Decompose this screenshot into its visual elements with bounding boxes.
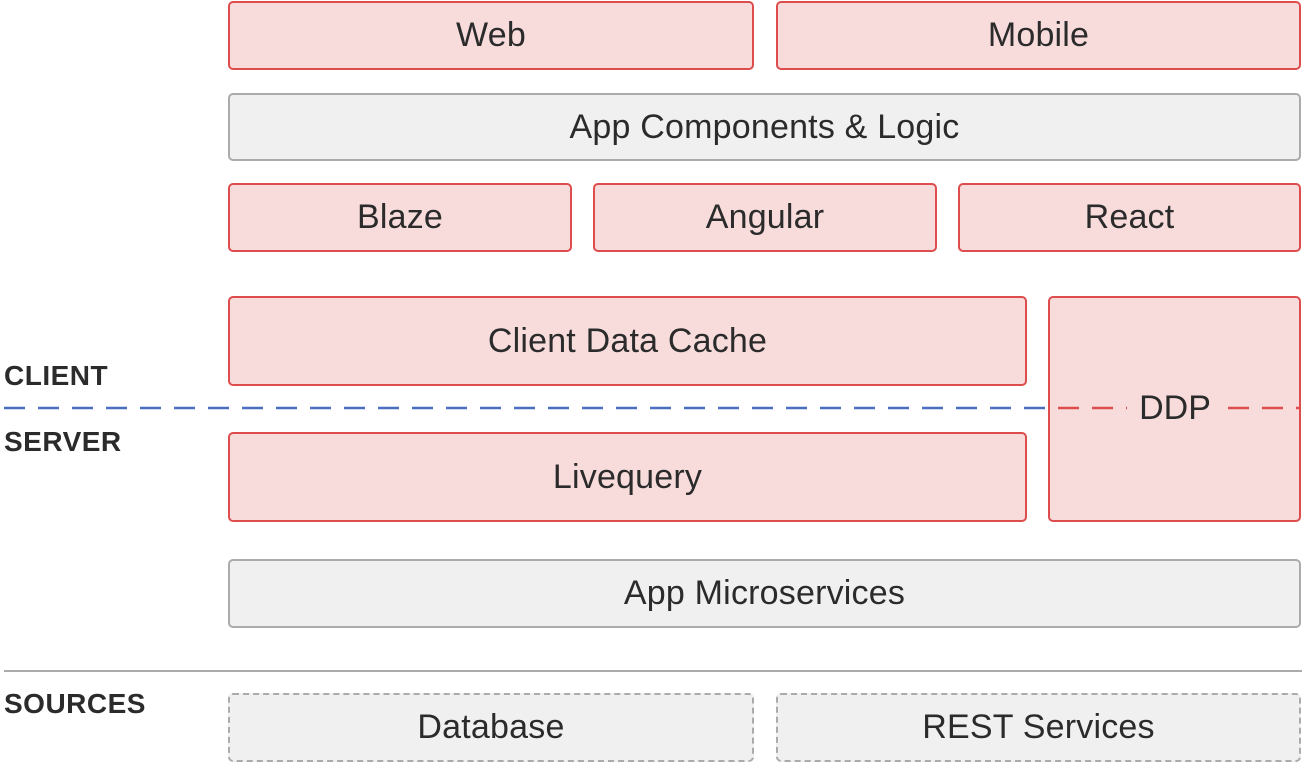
app-components-layer: App Components & Logic <box>228 93 1301 161</box>
rest-services-source-label: REST Services <box>922 708 1155 746</box>
react-layer: React <box>958 183 1301 252</box>
livequery-layer-label: Livequery <box>552 457 703 496</box>
client-label: CLIENT <box>4 360 109 391</box>
database-source-label: Database <box>417 708 565 746</box>
client-data-cache-layer: Client Data Cache <box>228 296 1027 386</box>
sources-label: SOURCES <box>4 688 146 719</box>
app-microservices-layer-label: App Microservices <box>623 574 906 612</box>
client-data-cache-layer-label: Client Data Cache <box>487 321 768 360</box>
angular-layer: Angular <box>593 183 937 252</box>
ddp-label-wrap: DDP <box>1050 388 1300 428</box>
mobile-layer: Mobile <box>776 1 1301 70</box>
web-layer: Web <box>228 1 754 70</box>
mobile-layer-label: Mobile <box>987 16 1090 54</box>
angular-layer-label: Angular <box>705 198 825 236</box>
database-source: Database <box>228 693 754 762</box>
blaze-layer-label: Blaze <box>356 198 444 236</box>
livequery-layer: Livequery <box>228 432 1027 522</box>
react-layer-label: React <box>1084 198 1175 236</box>
blaze-layer: Blaze <box>228 183 572 252</box>
server-label: SERVER <box>4 426 122 457</box>
web-layer-label: Web <box>456 16 526 54</box>
rest-services-source: REST Services <box>776 693 1301 762</box>
app-microservices-layer: App Microservices <box>228 559 1301 628</box>
ddp-layer-label: DDP <box>1127 388 1223 428</box>
app-components-layer-label: App Components & Logic <box>569 107 960 146</box>
